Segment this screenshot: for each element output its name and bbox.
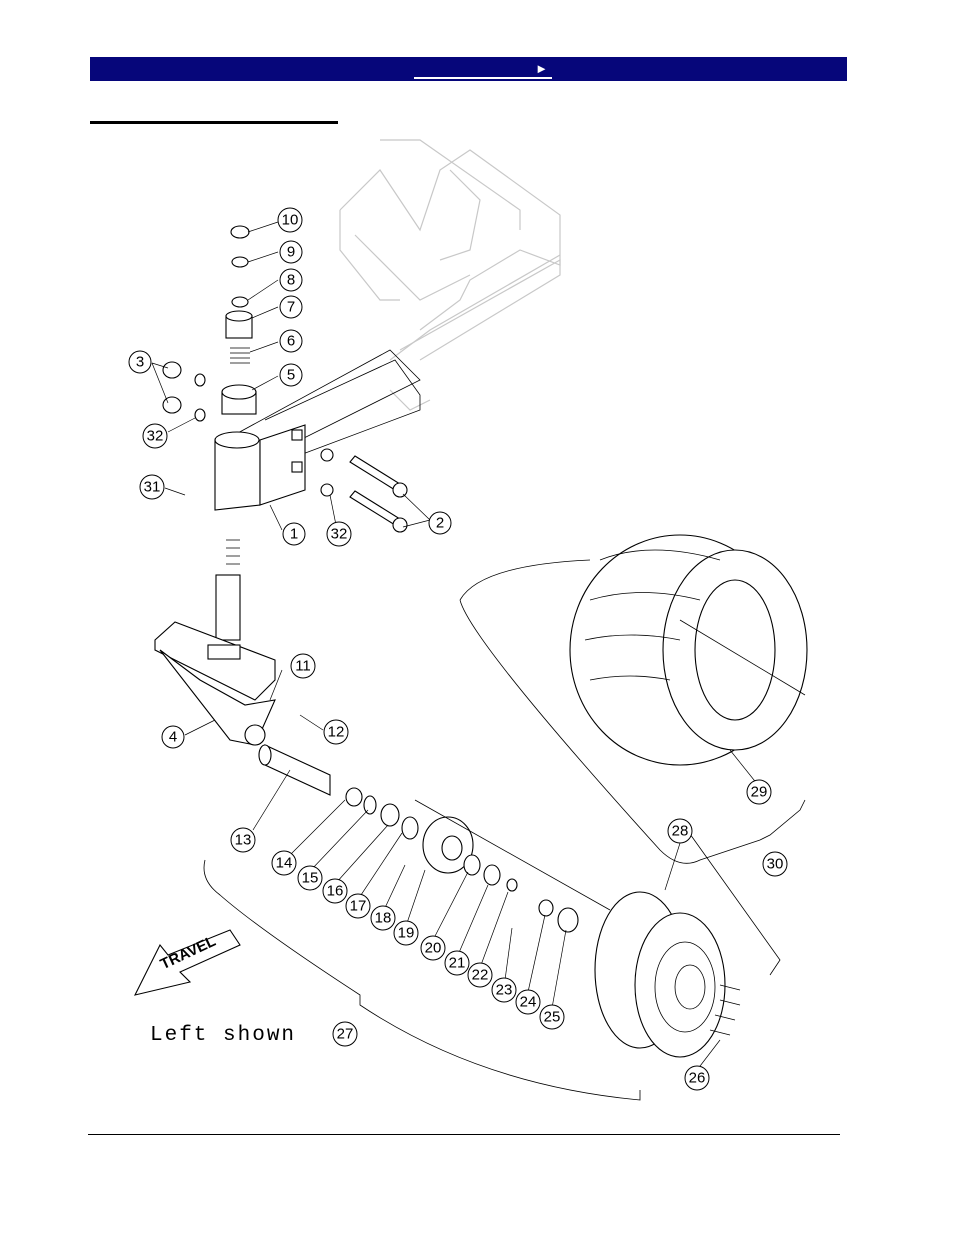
svg-text:17: 17 xyxy=(350,898,367,915)
frame-ghost xyxy=(339,139,561,411)
callout-32-lower: 32 xyxy=(326,521,352,547)
svg-text:8: 8 xyxy=(287,272,295,289)
svg-text:22: 22 xyxy=(472,967,489,984)
svg-text:28: 28 xyxy=(672,823,689,840)
svg-text:21: 21 xyxy=(449,955,466,972)
callout-6: 6 xyxy=(279,329,303,353)
next-page-link[interactable]: ► xyxy=(414,61,552,79)
callout-22: 22 xyxy=(467,962,493,988)
left-shown-note: Left shown xyxy=(150,1024,296,1047)
wheel-rim xyxy=(594,891,741,1058)
callout-19: 19 xyxy=(393,920,419,946)
svg-text:6: 6 xyxy=(287,333,295,350)
svg-text:18: 18 xyxy=(375,910,392,927)
svg-text:11: 11 xyxy=(295,658,311,675)
callout-3: 3 xyxy=(128,350,152,374)
callout-16: 16 xyxy=(322,878,348,904)
callout-28: 28 xyxy=(667,818,693,844)
callout-5: 5 xyxy=(279,363,303,387)
callout-20: 20 xyxy=(420,935,446,961)
svg-text:7: 7 xyxy=(287,299,295,316)
callout-21: 21 xyxy=(444,950,470,976)
callout-11: 11 xyxy=(290,653,316,679)
callout-14: 14 xyxy=(271,850,297,876)
svg-text:4: 4 xyxy=(169,729,177,746)
callout-7: 7 xyxy=(279,295,303,319)
callout-4: 4 xyxy=(161,725,185,749)
callout-9: 9 xyxy=(279,240,303,264)
callout-10: 10 xyxy=(277,207,303,233)
svg-text:26: 26 xyxy=(689,1070,706,1087)
svg-text:12: 12 xyxy=(328,724,345,741)
svg-text:20: 20 xyxy=(425,940,442,957)
footer-rule xyxy=(88,1134,840,1135)
callout-2: 2 xyxy=(428,511,452,535)
callout-15: 15 xyxy=(297,865,323,891)
svg-text:24: 24 xyxy=(520,994,537,1011)
callout-13: 13 xyxy=(230,827,256,853)
travel-arrow: TRAVEL xyxy=(133,929,241,996)
callout-markers: 1 2 3 4 5 6 7 8 9 10 11 12 13 14 15 16 1… xyxy=(128,207,788,1091)
svg-text:3: 3 xyxy=(136,354,144,371)
callout-24: 24 xyxy=(515,989,541,1015)
callout-18: 18 xyxy=(370,905,396,931)
svg-text:1: 1 xyxy=(290,526,298,543)
callout-31: 31 xyxy=(139,474,165,500)
svg-text:16: 16 xyxy=(327,883,344,900)
svg-text:13: 13 xyxy=(235,832,252,849)
svg-text:15: 15 xyxy=(302,870,319,887)
svg-text:10: 10 xyxy=(282,212,299,229)
svg-text:14: 14 xyxy=(276,855,293,872)
svg-text:2: 2 xyxy=(436,515,444,532)
callout-23: 23 xyxy=(491,977,517,1003)
callout-32-upper: 32 xyxy=(142,423,168,449)
svg-text:30: 30 xyxy=(767,856,784,873)
svg-text:27: 27 xyxy=(337,1026,354,1043)
callout-25: 25 xyxy=(539,1004,565,1030)
bracket-hardware xyxy=(162,361,408,533)
spindle-stack xyxy=(221,225,257,415)
svg-text:32: 32 xyxy=(147,428,164,445)
callout-1: 1 xyxy=(282,522,306,546)
callout-12: 12 xyxy=(323,719,349,745)
tire xyxy=(569,534,808,766)
callout-26: 26 xyxy=(684,1065,710,1091)
svg-text:32: 32 xyxy=(331,526,348,543)
pivot-bracket xyxy=(214,424,306,511)
svg-text:25: 25 xyxy=(544,1009,561,1026)
callout-29: 29 xyxy=(746,779,772,805)
svg-text:19: 19 xyxy=(398,925,415,942)
arm-ghost xyxy=(224,349,421,456)
svg-text:29: 29 xyxy=(751,784,768,801)
callout-8: 8 xyxy=(279,268,303,292)
svg-text:23: 23 xyxy=(496,982,513,999)
svg-text:31: 31 xyxy=(144,479,161,496)
callout-30: 30 xyxy=(762,851,788,877)
svg-text:9: 9 xyxy=(287,244,295,261)
caster-arm xyxy=(154,539,276,746)
assembly-brackets xyxy=(203,559,806,1101)
svg-text:5: 5 xyxy=(287,367,295,384)
callout-27: 27 xyxy=(332,1021,358,1047)
callout-17: 17 xyxy=(345,893,371,919)
axle-hub xyxy=(258,744,611,933)
section-title-rule xyxy=(90,121,338,124)
